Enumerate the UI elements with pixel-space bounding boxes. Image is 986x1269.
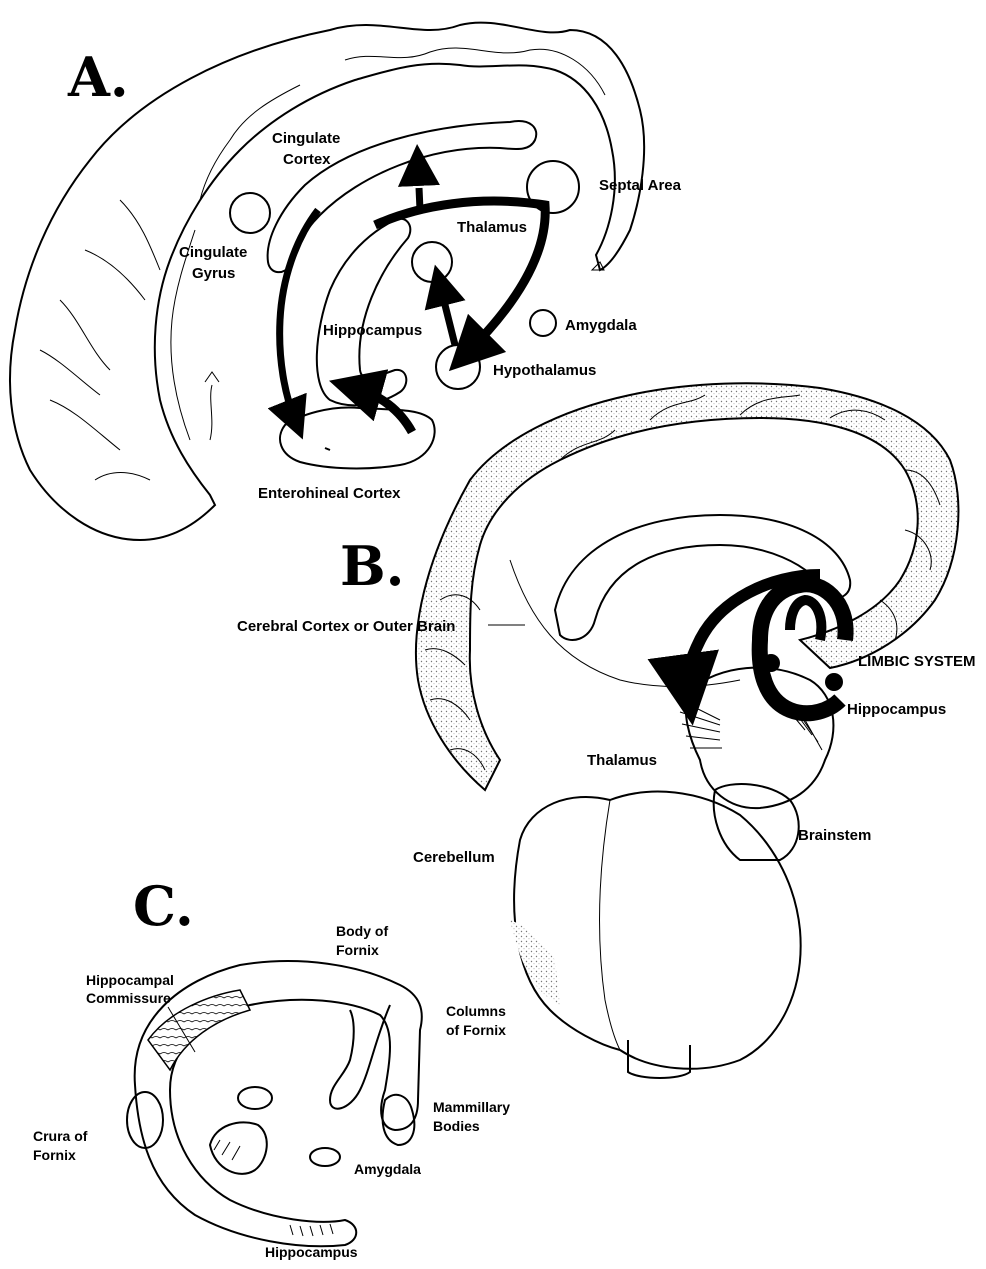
label-brainstem: Brainstem — [798, 827, 871, 844]
cerebellum-body — [514, 792, 801, 1069]
label-cingulate-cortex-1: Cingulate — [272, 130, 340, 147]
label-hippocampal-commissure-1: Hippocampal — [86, 972, 174, 988]
panel-c-letter: C. — [133, 874, 194, 938]
label-amygdala-a: Amygdala — [565, 317, 637, 334]
label-cerebellum: Cerebellum — [413, 849, 495, 866]
panel-a: A. Cingulate Cortex Cingulate Gyrus Sept — [10, 23, 682, 540]
label-cingulate-gyrus-2: Gyrus — [192, 265, 235, 282]
amygdala-body-c — [310, 1148, 340, 1166]
label-cingulate-gyrus-1: Cingulate — [179, 244, 247, 261]
label-crura-of-fornix-1: Crura of — [33, 1128, 88, 1144]
label-hippocampus-b: Hippocampus — [847, 701, 946, 718]
panel-c: C. Body of Fornix Hippocampal Commissure… — [33, 874, 510, 1260]
fornix-arch — [135, 961, 422, 1246]
mammillary-bodies — [383, 1095, 415, 1145]
thalamus-marker — [412, 242, 452, 282]
label-crura-of-fornix-2: Fornix — [33, 1147, 76, 1163]
label-body-of-fornix-1: Body of — [336, 923, 388, 939]
crura-cut-end — [127, 1092, 163, 1148]
arrow-thalamus-up — [418, 165, 420, 210]
panel-b-cortex-rim — [416, 383, 958, 790]
brainstem-body — [714, 784, 799, 860]
label-hippocampal-commissure-2: Commissure — [86, 990, 171, 1006]
hippocampus-band — [317, 219, 411, 406]
label-septal-area: Septal Area — [599, 177, 682, 194]
inner-body-1 — [238, 1087, 272, 1109]
limbic-system-arrow-inner — [790, 600, 821, 640]
label-columns-of-fornix-1: Columns — [446, 1003, 506, 1019]
label-mammillary-bodies-1: Mammillary — [433, 1099, 510, 1115]
panel-a-cortex-inner — [40, 48, 605, 480]
panel-a-letter: A. — [67, 45, 129, 109]
label-limbic-system: LIMBIC SYSTEM — [858, 653, 976, 670]
label-body-of-fornix-2: Fornix — [336, 942, 379, 958]
label-enterohineal-cortex: Enterohineal Cortex — [258, 485, 401, 502]
amygdala-marker — [530, 310, 556, 336]
label-hippocampus-a: Hippocampus — [323, 322, 422, 339]
label-hippocampus-c: Hippocampus — [265, 1244, 358, 1260]
arrow-hypothalamus-to-thalamus — [440, 285, 455, 345]
arrow-cingulate-to-entorhinal — [280, 210, 318, 420]
label-mammillary-bodies-2: Bodies — [433, 1118, 480, 1134]
label-cerebral-cortex: Cerebral Cortex or Outer Brain — [237, 618, 455, 635]
label-columns-of-fornix-2: of Fornix — [446, 1022, 506, 1038]
label-thalamus-b: Thalamus — [587, 752, 657, 769]
limbic-dot-1 — [762, 654, 780, 672]
label-amygdala-c: Amygdala — [354, 1161, 421, 1177]
label-hypothalamus: Hypothalamus — [493, 362, 596, 379]
label-thalamus-a: Thalamus — [457, 219, 527, 236]
panel-b-letter: B. — [340, 534, 404, 598]
fornix-column — [330, 1005, 390, 1109]
enterohineal-cortex-pad — [280, 407, 435, 468]
label-cingulate-cortex-2: Cortex — [283, 151, 331, 168]
limbic-dot-2 — [825, 673, 843, 691]
cingulate-gyrus-marker — [230, 193, 270, 233]
